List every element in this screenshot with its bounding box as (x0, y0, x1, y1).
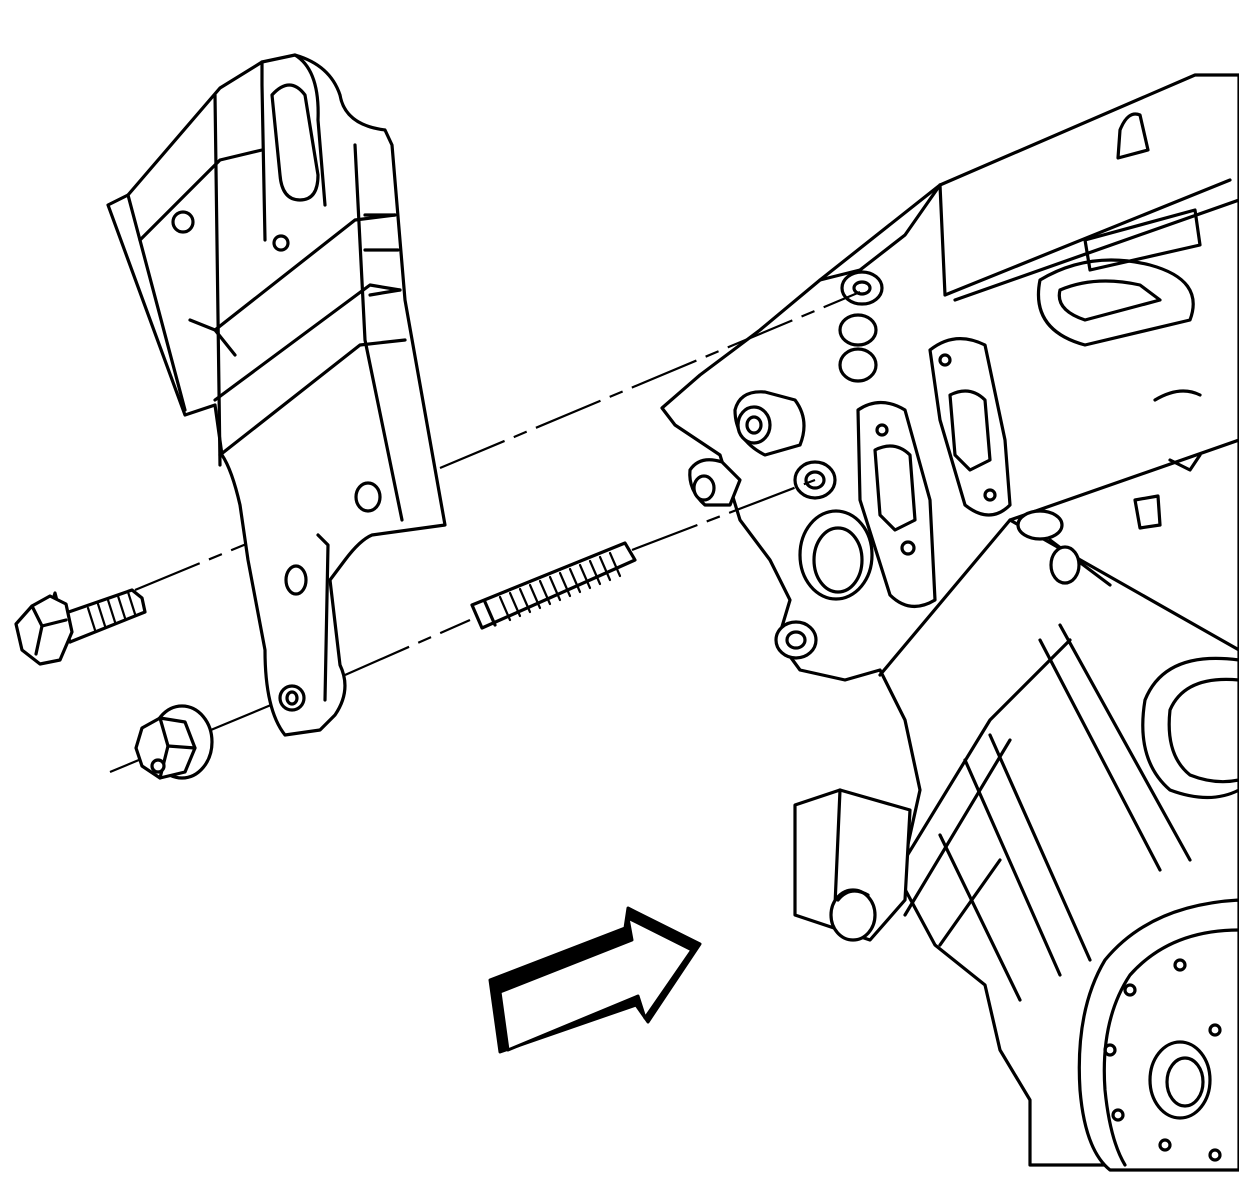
stud (470, 541, 637, 630)
engine-block (660, 73, 1239, 1172)
bolt (14, 588, 147, 666)
front-view-direction-arrow (488, 906, 702, 1054)
bracket (106, 53, 447, 737)
nut (134, 704, 214, 780)
